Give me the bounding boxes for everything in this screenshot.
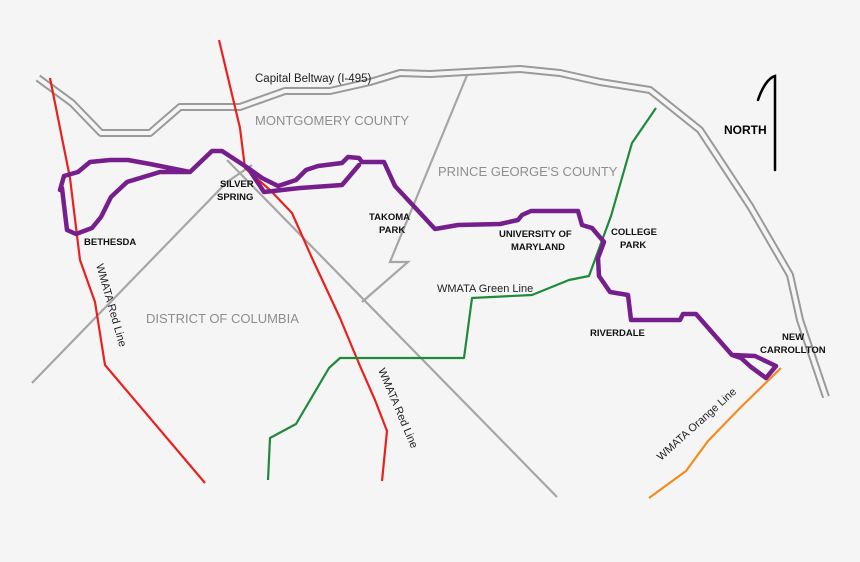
red-line-west-branch bbox=[48, 77, 206, 484]
dc-northeast-boundary bbox=[226, 159, 558, 498]
purple-route bbox=[57, 148, 779, 381]
station-umd-line1: UNIVERSITY OF bbox=[499, 229, 572, 240]
red-line-east-branch bbox=[217, 39, 389, 482]
station-riverdale: RIVERDALE bbox=[590, 328, 645, 339]
green-line-label: WMATA Green Line bbox=[437, 283, 533, 295]
district-of-columbia-label: DISTRICT OF COLUMBIA bbox=[146, 311, 299, 326]
north-arrow-icon bbox=[756, 74, 777, 172]
station-takoma-park-line2: PARK bbox=[379, 225, 405, 236]
montgomery-pg-boundary bbox=[361, 67, 472, 303]
north-arrow: NORTH bbox=[724, 74, 777, 172]
station-bethesda: BETHESDA bbox=[84, 237, 136, 248]
red-line bbox=[48, 39, 389, 484]
green-line bbox=[266, 107, 657, 481]
station-silver-spring-line2: SPRING bbox=[217, 192, 253, 203]
station-umd-line2: MARYLAND bbox=[511, 242, 565, 253]
beltway-outer bbox=[35, 65, 830, 399]
prince-georges-county-label: PRINCE GEORGE'S COUNTY bbox=[438, 164, 618, 179]
orange-line-label: WMATA Orange Line bbox=[655, 386, 739, 463]
station-silver-spring-line1: SILVER bbox=[220, 179, 254, 190]
station-college-park-line2: PARK bbox=[620, 240, 646, 251]
station-college-park-line1: COLLEGE bbox=[611, 227, 657, 238]
red-line-label-west: WMATA Red Line bbox=[93, 263, 128, 349]
station-takoma-park-line1: TAKOMA bbox=[369, 212, 410, 223]
capital-beltway bbox=[35, 65, 830, 399]
station-new-carrollton-line2: CARROLLTON bbox=[760, 345, 826, 356]
red-line-label-east: WMATA Red Line bbox=[375, 366, 420, 450]
orange-line bbox=[648, 367, 782, 499]
montgomery-county-label: MONTGOMERY COUNTY bbox=[255, 113, 409, 128]
station-new-carrollton-line1: NEW bbox=[782, 332, 804, 343]
beltway-label: Capital Beltway (I-495) bbox=[255, 73, 371, 85]
beltway-inner bbox=[36, 67, 828, 398]
north-label: NORTH bbox=[724, 123, 767, 137]
